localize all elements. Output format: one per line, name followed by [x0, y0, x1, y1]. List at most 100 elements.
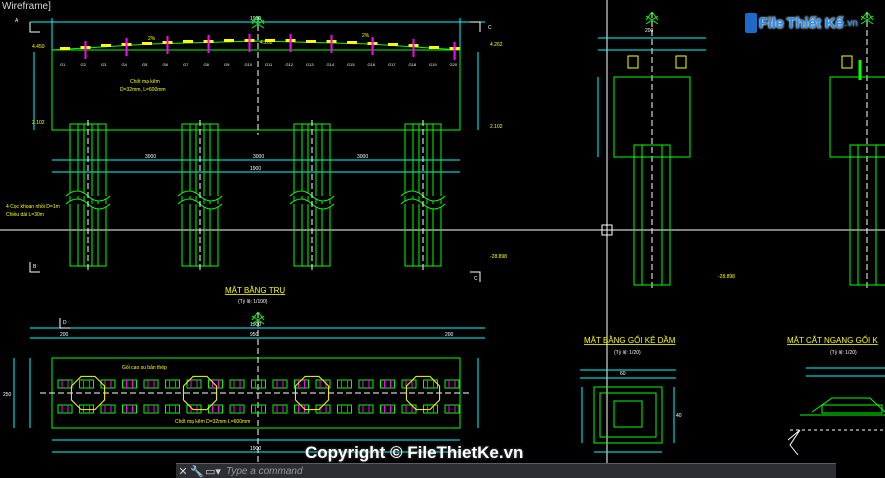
title-pier-plan-scale: (Tỷ lệ: 1/100) [238, 298, 268, 305]
plan-pad [79, 404, 94, 414]
section-label-c2: C [474, 276, 478, 282]
title-bearing-plan: MẶT BẰNG GỐI KÊ DẦM [584, 335, 676, 345]
plan-pad [358, 379, 374, 389]
section-mark-a [29, 22, 40, 33]
plan-pad [401, 404, 417, 414]
north-arrow-plan [251, 311, 265, 325]
elev-side-pile: -28.898 [718, 274, 735, 280]
bearing-label: G7 [183, 62, 189, 67]
pier-side-elevation [597, 12, 706, 290]
bearing-pad [101, 44, 111, 47]
plan-pad [208, 379, 223, 389]
bearing-label: G3 [101, 62, 107, 67]
bearing-pad [265, 39, 275, 42]
north-arrow-elev [251, 15, 265, 29]
bearing-pad [306, 40, 316, 43]
bearing-label: G18 [409, 62, 417, 67]
plan-dim-half: 950 [250, 332, 259, 338]
section-label-d: D [63, 320, 67, 326]
plan-pad [251, 379, 266, 389]
elev-cap-left: 2.102 [32, 120, 45, 126]
pile [177, 120, 223, 272]
dowel-note-2: D=32mm, L=600mm [120, 87, 166, 93]
section-mark-d [59, 318, 70, 329]
logo-text-thietke: Thiết Kế [786, 14, 844, 32]
plan-pad [100, 404, 116, 414]
plan-pad [229, 404, 245, 414]
pile [65, 120, 111, 272]
bearing-label: G19 [429, 62, 437, 67]
slope-right: 2% [362, 33, 370, 39]
bearing-label: G15 [347, 62, 355, 67]
bearing-pad [224, 39, 234, 42]
pier-note-2: Chốt mạ kẽm D=32mm L=600mm [175, 419, 250, 425]
viewport-label[interactable]: Wireframe] [0, 0, 53, 13]
title-bearing-section: MẶT CẮT NGANG GỐI K [787, 335, 878, 345]
pier-plan [13, 312, 485, 462]
plan-pad [186, 404, 202, 414]
copyright-watermark: Copyright © FileThietKe.vn [305, 443, 524, 462]
pile-octagon [405, 375, 441, 411]
plan-pad [122, 379, 137, 389]
plan-pile-octagons [70, 375, 441, 411]
bearing-label: G6 [163, 62, 169, 67]
elev-cap-right: 2.102 [490, 124, 503, 130]
plan-pad [165, 379, 180, 389]
pile [400, 120, 446, 272]
command-history-icon[interactable]: ▭▾ [205, 464, 221, 478]
plan-pad [380, 404, 395, 414]
dowel-note-1: Chốt mạ kẽm [130, 79, 160, 85]
pile-octagon [70, 375, 106, 411]
section-mark-c2 [470, 271, 481, 282]
bearing-label: G4 [122, 62, 128, 67]
plan-pad [272, 404, 288, 414]
section-label-c: C [488, 25, 492, 31]
wrench-icon[interactable]: 🔧 [190, 464, 204, 478]
plan-pad [57, 379, 73, 389]
bearing-label: G17 [388, 62, 396, 67]
north-arrow-side [645, 11, 659, 25]
close-icon[interactable]: ✕ [178, 464, 188, 478]
plan-dim-bottom: 1900 [250, 446, 261, 452]
logo-icon [745, 13, 757, 33]
plan-pad [294, 379, 309, 389]
command-input[interactable] [222, 465, 836, 477]
bearing-dim-h: 40 [676, 413, 682, 419]
bearing-pad [142, 42, 152, 45]
bearing-label: G2 [81, 62, 87, 67]
bearing-plan-detail [580, 369, 676, 453]
bearing-label: G9 [224, 62, 230, 67]
elev-top-center: 4.262 [260, 40, 273, 46]
bearing-dim-w: 60 [620, 371, 626, 377]
plan-pad [337, 404, 352, 414]
bearing-label: G14 [327, 62, 335, 67]
dim-pile-1: 3000 [253, 154, 264, 160]
elev-top-right: 4.262 [490, 42, 503, 48]
dim-total-bottom: 1900 [250, 166, 261, 172]
plan-pad [79, 379, 94, 389]
side-dim-top: 200 [645, 28, 654, 34]
pile-note-2: Chiều dài L=30m [6, 212, 44, 218]
pile-octagon [182, 375, 218, 411]
plan-pad [208, 404, 223, 414]
logo-text-file: File [759, 14, 784, 32]
section-label-a: A [15, 18, 19, 24]
bearing-pad [183, 40, 193, 43]
bearing-label: G1 [60, 62, 66, 67]
bearing-pad [60, 47, 70, 50]
plan-pad [251, 404, 266, 414]
plan-pad [143, 404, 159, 414]
bearing-label: G12 [286, 62, 294, 67]
bearing-label: G13 [306, 62, 314, 67]
elev-pile: -28.898 [490, 254, 507, 260]
bearing-pad [347, 41, 357, 44]
plan-dim-side-r: 200 [445, 332, 454, 338]
plan-bearing-pads [57, 379, 460, 414]
section-mark-b [29, 262, 40, 273]
command-line[interactable]: ✕ 🔧 ▭▾ [176, 463, 836, 478]
plan-pad [444, 404, 460, 414]
plan-pad [165, 404, 180, 414]
elev-top-left: 4.450 [32, 44, 45, 50]
